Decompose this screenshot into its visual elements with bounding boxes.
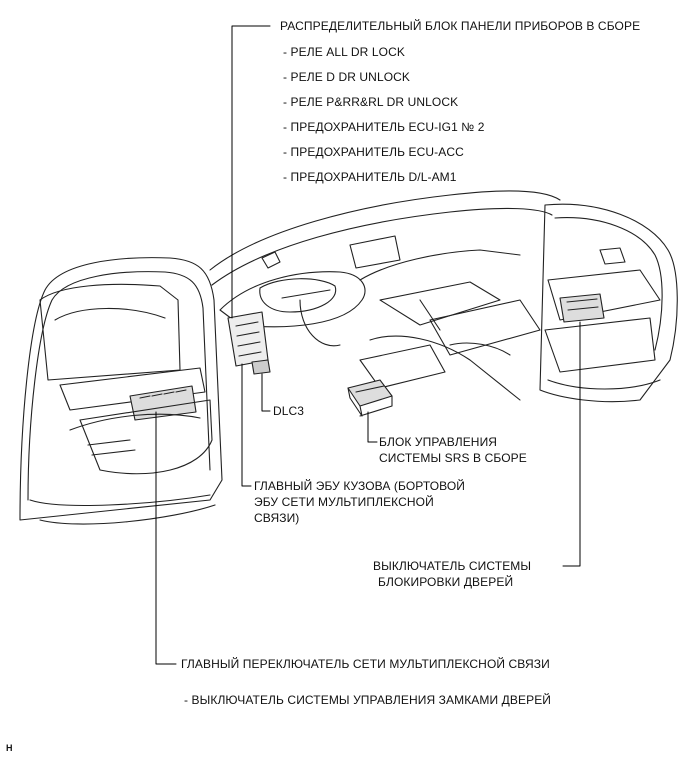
junction-item-all-dr-lock: - РЕЛЕ ALL DR LOCK <box>283 45 405 59</box>
leader-srs-ecu <box>367 411 378 443</box>
figure-code: H <box>6 743 13 753</box>
dlc3-label: DLC3 <box>273 404 305 418</box>
junction-item-d-dr-unlock: - РЕЛЕ D DR UNLOCK <box>283 70 411 84</box>
main-body-ecu-label-line3: СВЯЗИ) <box>254 511 300 525</box>
master-switch-sub-label: - ВЫКЛЮЧАТЕЛЬ СИСТЕМЫ УПРАВЛЕНИЯ ЗАМКАМИ… <box>184 693 552 707</box>
leader-dlc3 <box>261 373 271 412</box>
junction-item-fuse-ecu-ig1: - ПРЕДОХРАНИТЕЛЬ ECU-IG1 № 2 <box>283 120 485 134</box>
main-body-ecu-label-line1: ГЛАВНЫЙ ЭБУ КУЗОВА (БОРТОВОЙ <box>254 479 466 493</box>
junction-block-label: РАСПРЕДЕЛИТЕЛЬНЫЙ БЛОК ПАНЕЛИ ПРИБОРОВ В… <box>280 19 641 33</box>
leader-lines <box>155 25 581 665</box>
srs-ecu-illustration <box>347 379 393 417</box>
master-switch-label: ГЛАВНЫЙ ПЕРЕКЛЮЧАТЕЛЬ СЕТИ МУЛЬТИПЛЕКСНО… <box>181 657 550 671</box>
dashboard-illustration <box>209 190 561 401</box>
junction-item-fuse-ecu-acc: - ПРЕДОХРАНИТЕЛЬ ECU-ACC <box>283 145 464 159</box>
srs-ecu-label-line1: БЛОК УПРАВЛЕНИЯ <box>379 435 498 449</box>
leader-door-lock-switch <box>562 321 581 567</box>
junction-block-illustration <box>227 311 271 375</box>
main-body-ecu-label-line2: ЭБУ СЕТИ МУЛЬТИПЛЕКСНОЙ <box>254 495 434 509</box>
junction-item-p-rr-rl-dr-unlock: - РЕЛЕ P&RR&RL DR UNLOCK <box>283 95 459 109</box>
leader-junction-block <box>231 25 271 319</box>
srs-ecu-label-line2: СИСТЕМЫ SRS В СБОРЕ <box>379 451 527 465</box>
junction-item-fuse-dl-am1: - ПРЕДОХРАНИТЕЛЬ D/L-AM1 <box>283 170 457 184</box>
left-door-illustration <box>19 257 223 525</box>
leader-main-body-ecu <box>241 363 252 487</box>
door-lock-switch-label-line1: ВЫКЛЮЧАТЕЛЬ СИСТЕМЫ <box>373 559 532 573</box>
right-door-illustration <box>539 203 678 403</box>
door-lock-switch-label-line2: БЛОКИРОВКИ ДВЕРЕЙ <box>378 575 514 589</box>
leader-master-switch <box>155 411 177 665</box>
